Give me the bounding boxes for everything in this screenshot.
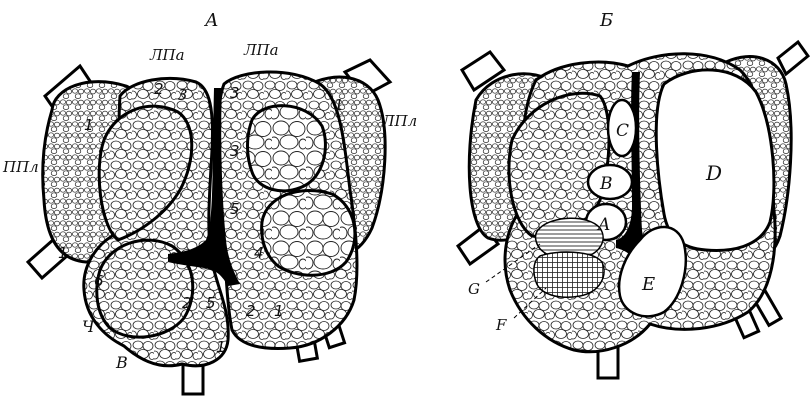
lobule-number: 2 bbox=[246, 302, 256, 320]
label-b: B bbox=[599, 174, 613, 194]
panel-b-title: Б bbox=[599, 10, 613, 31]
lobule-right-upper bbox=[248, 106, 326, 191]
lobule-number: 6 bbox=[94, 272, 104, 290]
label-ppl: ППл bbox=[2, 158, 39, 176]
lobule-number: 2 bbox=[154, 80, 164, 98]
lobule-number: 3 bbox=[230, 142, 240, 160]
panel-a-title: А bbox=[203, 10, 219, 31]
lobule-number: 1 bbox=[274, 302, 284, 320]
lobule-number: 2 bbox=[182, 294, 192, 312]
label-f: F bbox=[495, 316, 507, 334]
label-lpa-left: ЛПа bbox=[149, 46, 185, 64]
label-ch: Ч bbox=[82, 317, 95, 336]
label-lpa-right: ЛПа bbox=[243, 41, 279, 59]
lobule-number: 5 bbox=[230, 200, 240, 218]
label-c: C bbox=[616, 121, 629, 141]
lobule-number: 5 bbox=[206, 294, 216, 312]
lobule-number: 3 bbox=[178, 86, 188, 104]
label-a: A bbox=[596, 215, 610, 235]
panel-a: А ЛПа ЛПа ЛПл ППл В Ч bbox=[2, 10, 417, 394]
lobule-number: 4 bbox=[254, 244, 264, 262]
label-e: E bbox=[641, 274, 655, 295]
label-lpl: ЛПл bbox=[381, 112, 417, 130]
lobule-number: 1 bbox=[334, 96, 344, 114]
lobule-number: 1 bbox=[216, 338, 226, 356]
lobule-number: 1 bbox=[84, 116, 94, 134]
lobule-number: 3 bbox=[230, 84, 240, 102]
panel-b: Б bbox=[458, 10, 808, 378]
region-f-crosshatched bbox=[534, 252, 604, 297]
label-d: D bbox=[705, 161, 722, 185]
label-g: G bbox=[468, 280, 480, 298]
lobule-right-middle bbox=[262, 190, 355, 275]
label-v: В bbox=[115, 353, 128, 372]
lobule-number: 1 bbox=[58, 244, 68, 262]
